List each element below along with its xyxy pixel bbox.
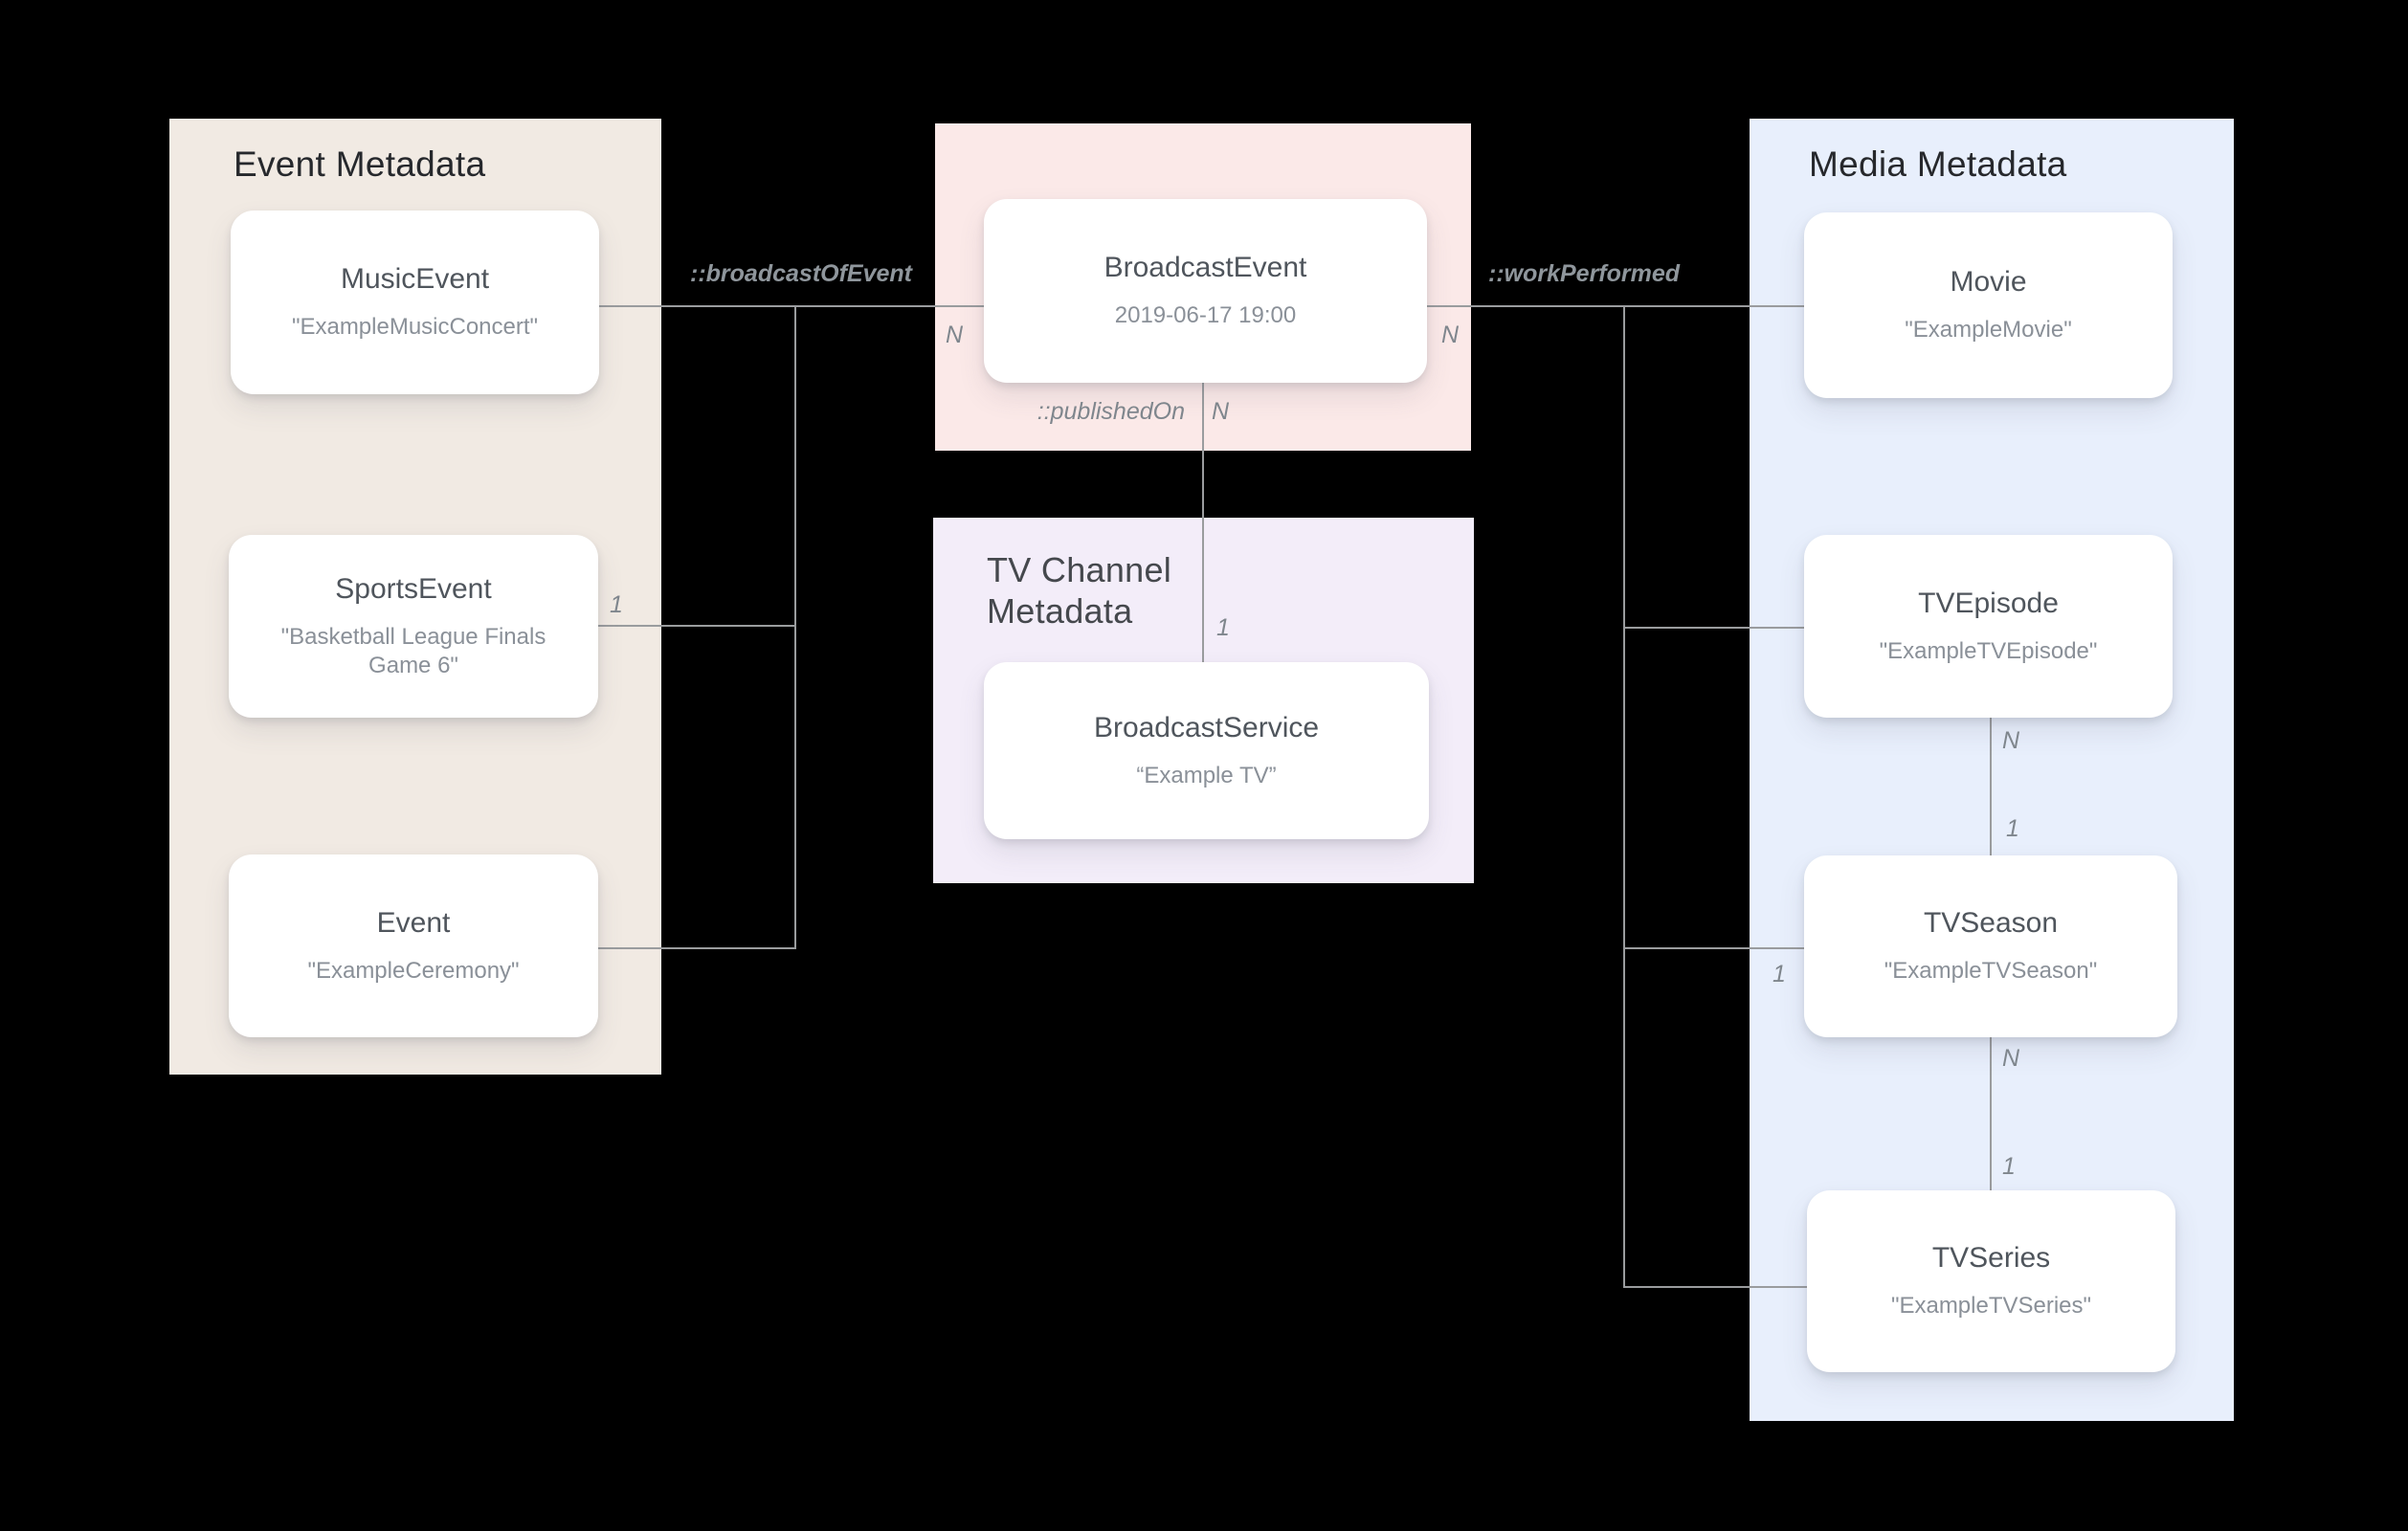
edge-musicevent-broadcastevent: [599, 305, 984, 307]
node-tv-episode: TVEpisode "ExampleTVEpisode": [1804, 535, 2173, 718]
node-title: Event: [376, 906, 451, 939]
cardinality-tv-series-top: 1: [2002, 1153, 2016, 1180]
edge-label-work-performed: ::workPerformed: [1488, 260, 1681, 287]
node-title: TVEpisode: [1918, 587, 2059, 619]
node-title: BroadcastEvent: [1104, 252, 1307, 283]
edge-tvepisode-branch: [1624, 627, 1804, 629]
node-subtitle: 2019-06-17 19:00: [1114, 302, 1297, 328]
edge-broadcastevent-broadcastservice: [1202, 383, 1204, 662]
node-sports-event: SportsEvent "Basketball League Finals Ga…: [229, 535, 598, 718]
node-title: TVSeries: [1931, 1242, 2051, 1274]
node-title: Movie: [1950, 266, 2027, 298]
node-subtitle: "Basketball League Finals Game 6": [280, 623, 546, 678]
node-tv-series: TVSeries "ExampleTVSeries": [1807, 1190, 2175, 1372]
edge-tvseries-branch: [1624, 1286, 1807, 1288]
cardinality-tv-season-bottom: N: [2002, 1045, 2020, 1072]
node-broadcast-service: BroadcastService “Example TV”: [984, 662, 1429, 839]
node-title: SportsEvent: [335, 572, 492, 605]
node-event: Event "ExampleCeremony": [229, 854, 598, 1037]
edge-broadcastevent-movie: [1427, 305, 1804, 307]
cardinality-tv-season-left: 1: [1773, 961, 1786, 987]
edge-label-broadcast-of-event: ::broadcastOfEvent: [690, 260, 912, 287]
node-title: TVSeason: [1923, 907, 2059, 939]
node-title: MusicEvent: [340, 263, 490, 295]
edge-tvseason-branch: [1624, 947, 1807, 949]
cardinality-broadcast-event-left: N: [946, 322, 964, 348]
cardinality-published-on-target: 1: [1216, 614, 1230, 641]
cardinality-broadcast-event-right: N: [1441, 322, 1460, 348]
cardinality-sports-event: 1: [610, 591, 623, 618]
node-subtitle: "ExampleTVSeason": [1884, 958, 2098, 984]
edge-tvepisode-tvseason: [1990, 718, 1992, 855]
node-movie: Movie "ExampleMovie": [1804, 212, 2173, 398]
edge-right-trunk: [1623, 305, 1625, 1288]
cardinality-tv-season-top: 1: [2006, 815, 2019, 842]
node-music-event: MusicEvent "ExampleMusicConcert": [231, 211, 599, 394]
node-subtitle: "ExampleTVEpisode": [1879, 637, 2098, 664]
panel-title-media-metadata: Media Metadata: [1809, 144, 2067, 184]
node-tv-season: TVSeason "ExampleTVSeason": [1804, 855, 2177, 1037]
cardinality-tv-episode-bottom: N: [2002, 727, 2020, 754]
edge-sportsevent-branch: [596, 625, 796, 627]
node-subtitle: “Example TV”: [1136, 762, 1277, 788]
panel-title-tv-channel-metadata: TV Channel Metadata: [987, 550, 1172, 631]
panel-title-event-metadata: Event Metadata: [234, 144, 486, 184]
node-subtitle: "ExampleTVSeries": [1890, 1293, 2092, 1319]
node-broadcast-event: BroadcastEvent 2019-06-17 19:00: [984, 199, 1427, 383]
cardinality-published-on-source: N: [1212, 398, 1230, 425]
edge-event-branch: [596, 947, 796, 949]
node-subtitle: "ExampleMusicConcert": [291, 314, 539, 340]
edge-tvseason-tvseries: [1990, 1037, 1992, 1190]
edge-left-trunk: [794, 305, 796, 949]
node-subtitle: "ExampleMovie": [1905, 317, 2072, 343]
node-subtitle: "ExampleCeremony": [307, 957, 520, 984]
edge-label-published-on: ::publishedOn: [1037, 398, 1185, 425]
node-title: BroadcastService: [1093, 711, 1320, 743]
